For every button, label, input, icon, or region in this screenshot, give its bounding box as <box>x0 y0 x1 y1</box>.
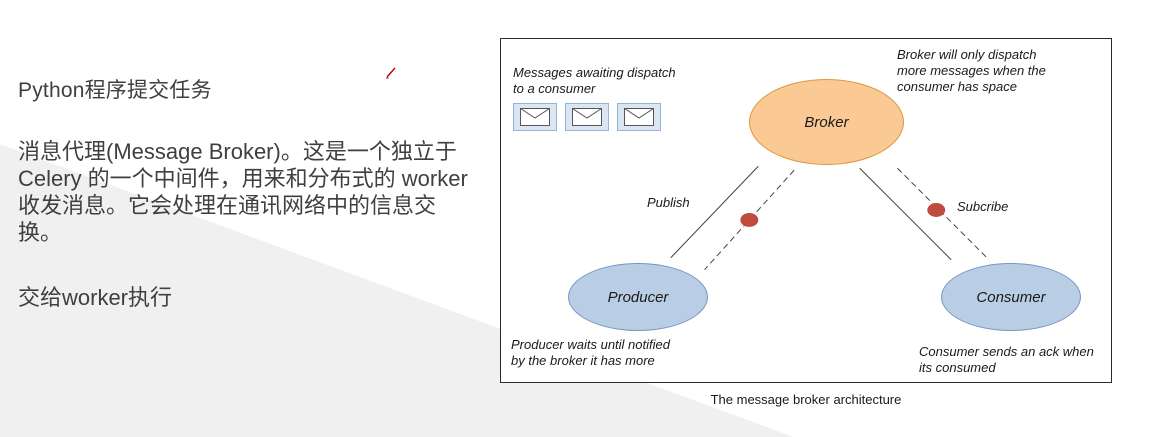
node-producer-label: Producer <box>607 288 669 306</box>
envelope-icon <box>513 103 557 131</box>
left-footer: 交给worker执行 <box>18 285 173 310</box>
annotation-producer-waits: Producer waits until notified by the bro… <box>511 337 670 368</box>
node-producer: Producer <box>568 263 708 331</box>
left-heading: Python程序提交任务 <box>18 79 212 102</box>
envelope-icon <box>565 103 609 131</box>
node-consumer: Consumer <box>941 263 1081 331</box>
message-dot-publish <box>740 212 759 227</box>
red-pen-cursor-icon <box>382 66 398 82</box>
left-paragraph: 消息代理(Message Broker)。这是一个独立于 Celery 的一个中… <box>18 139 468 245</box>
annotation-consumer-ack: Consumer sends an ack when its consumed <box>919 344 1094 375</box>
node-broker: Broker <box>749 79 904 165</box>
edge-label-subscribe: Subcribe <box>957 199 1009 214</box>
diagram-caption: The message broker architecture <box>710 392 902 407</box>
envelope-icon <box>617 103 661 131</box>
node-broker-label: Broker <box>804 113 849 131</box>
message-dot-subscribe <box>927 203 946 217</box>
annotation-messages-awaiting: Messages awaiting dispatch to a consumer <box>513 65 676 96</box>
diagram-canvas: Messages awaiting dispatch to a consumer… <box>500 38 1112 383</box>
annotation-broker-dispatch: Broker will only dispatch more messages … <box>897 47 1046 94</box>
node-consumer-label: Consumer <box>976 288 1046 306</box>
edge-label-publish: Publish <box>647 195 690 210</box>
